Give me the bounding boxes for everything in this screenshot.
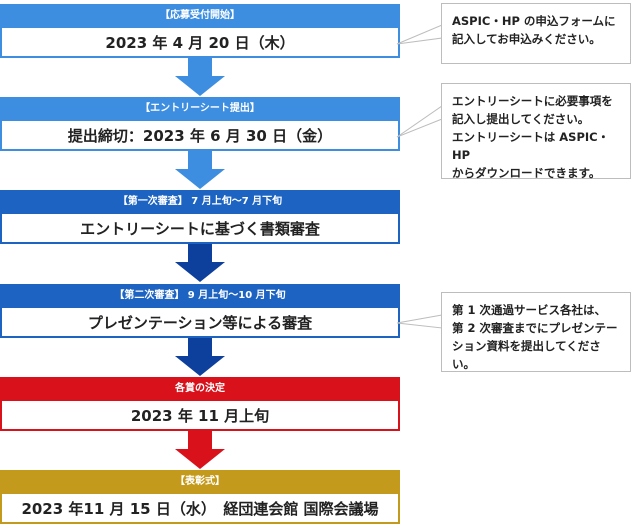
down-arrow-icon	[175, 151, 225, 189]
step-award-decision: 各賞の決定 2023 年 11 月上旬	[0, 377, 400, 431]
down-arrow-icon	[175, 58, 225, 96]
step-award-ceremony: 【表彰式】 2023 年11 月 15 日（水） 経団連会館 国際会議場	[0, 470, 400, 524]
callout-pointer	[396, 105, 443, 138]
callout-pointer	[396, 24, 443, 45]
step-body: プレゼンテーション等による審査	[0, 308, 400, 338]
step-body: 2023 年 4 月 20 日（木）	[0, 28, 400, 58]
step-header: 【第一次審査】 7 月上旬～7 月下旬	[0, 190, 400, 214]
note-line: 記入し提出してください。	[452, 112, 590, 126]
step-header: 【エントリーシート提出】	[0, 97, 400, 121]
note-application-form: ASPIC・HP の申込フォームに 記入してお申込みください。	[441, 3, 631, 64]
note-line: エントリーシートは ASPIC・HP	[452, 130, 610, 162]
step-first-review: 【第一次審査】 7 月上旬～7 月下旬 エントリーシートに基づく書類審査	[0, 190, 400, 244]
step-header: 【応募受付開始】	[0, 4, 400, 28]
step-header: 【表彰式】	[0, 470, 400, 494]
note-line: ション資料を提出してください。	[452, 339, 601, 371]
note-line: からダウンロードできます。	[452, 166, 601, 180]
step-application-start: 【応募受付開始】 2023 年 4 月 20 日（木）	[0, 4, 400, 58]
step-header: 各賞の決定	[0, 377, 400, 401]
step-body: 提出締切：2023 年 6 月 30 日（金）	[0, 121, 400, 151]
down-arrow-icon	[175, 244, 225, 282]
note-line: 記入してお申込みください。	[452, 32, 601, 46]
down-arrow-icon	[175, 338, 225, 376]
step-entry-sheet: 【エントリーシート提出】 提出締切：2023 年 6 月 30 日（金）	[0, 97, 400, 151]
note-entry-sheet: エントリーシートに必要事項を 記入し提出してください。 エントリーシートは AS…	[441, 83, 631, 180]
note-presentation: 第 1 次通過サービス各社は、 第 2 次審査までにプレゼンテー ション資料を提…	[441, 292, 631, 372]
callout-pointer	[396, 314, 443, 329]
note-line: 第 1 次通過サービス各社は、	[452, 303, 607, 317]
down-arrow-icon	[175, 431, 225, 469]
step-header: 【第二次審査】 9 月上旬～10 月下旬	[0, 284, 400, 308]
note-line: 第 2 次審査までにプレゼンテー	[452, 321, 618, 335]
note-line: エントリーシートに必要事項を	[452, 94, 613, 108]
step-second-review: 【第二次審査】 9 月上旬～10 月下旬 プレゼンテーション等による審査	[0, 284, 400, 338]
note-line: ASPIC・HP の申込フォームに	[452, 14, 616, 28]
step-body: 2023 年11 月 15 日（水） 経団連会館 国際会議場	[0, 494, 400, 524]
step-body: エントリーシートに基づく書類審査	[0, 214, 400, 244]
step-body: 2023 年 11 月上旬	[0, 401, 400, 431]
